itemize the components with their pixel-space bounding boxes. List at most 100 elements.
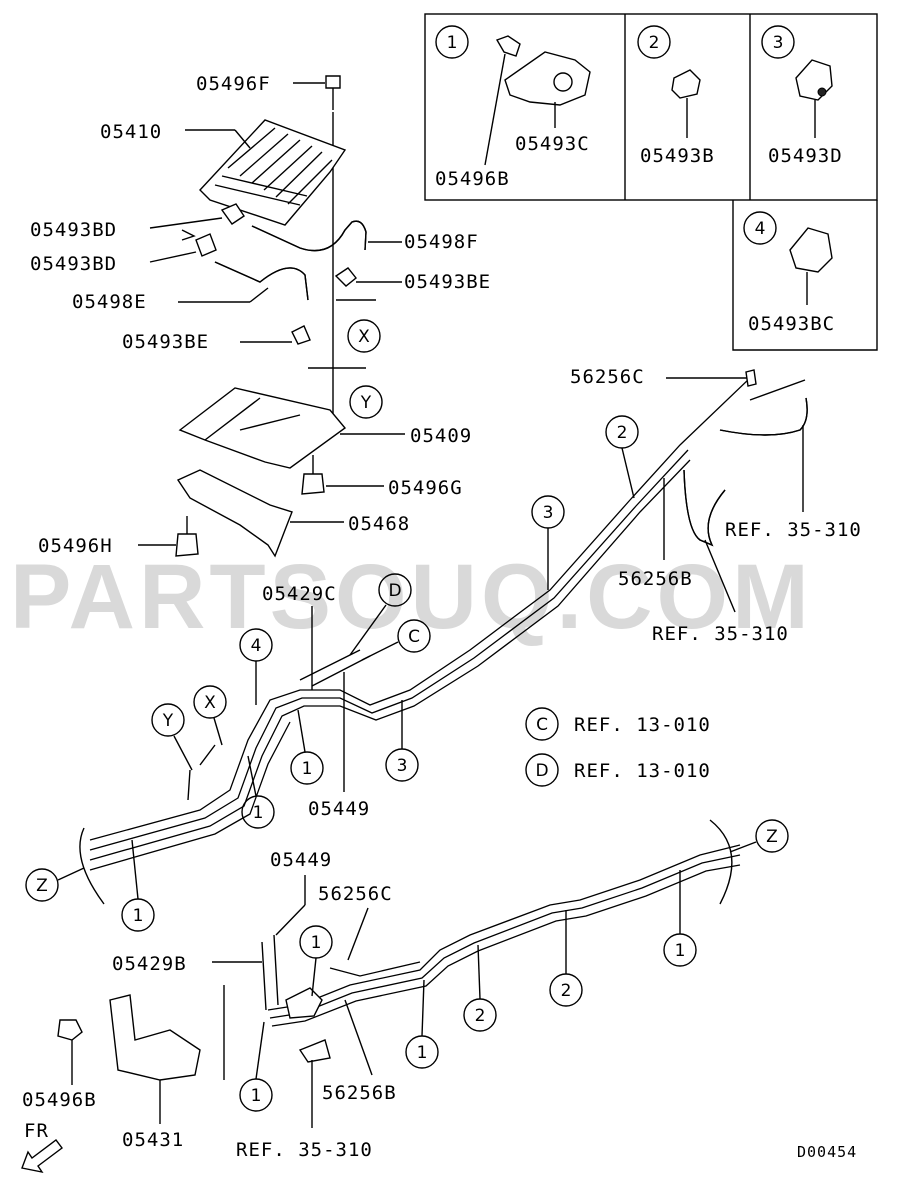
bolt-05496F-icon xyxy=(325,75,341,89)
lower-pipe-route: 05449 56256C 05429B 05496B 05431 1 1 1 2… xyxy=(21,819,857,1174)
clamp-lower-icon xyxy=(285,987,323,1019)
label-05498E: 05498E xyxy=(72,291,147,313)
svg-text:1: 1 xyxy=(311,933,322,953)
detail-box-3: 3 05493D xyxy=(761,25,842,167)
label-05409: 05409 xyxy=(410,425,472,447)
bolt-05496H-icon xyxy=(175,533,199,557)
label-05496F: 05496F xyxy=(196,73,271,95)
svg-text:D: D xyxy=(388,581,401,601)
detail-box-4: 4 05493BC xyxy=(743,211,835,335)
clip-05493D-icon xyxy=(795,59,833,101)
marker-1-mid-b xyxy=(241,795,275,829)
label-56256C-low: 56256C xyxy=(318,883,393,905)
svg-text:C: C xyxy=(408,627,420,647)
bolt-icon xyxy=(495,35,521,57)
marker-Y xyxy=(349,385,383,419)
svg-text:1: 1 xyxy=(417,1043,428,1063)
detail-box-2: 2 05493B xyxy=(637,25,715,167)
svg-text:3: 3 xyxy=(773,33,784,53)
label-05493BE-a: 05493BE xyxy=(404,271,491,293)
bracket-05468-icon xyxy=(176,469,293,558)
label-05449-mid: 05449 xyxy=(308,798,370,820)
label-56256C-top: 56256C xyxy=(570,366,645,388)
svg-text:1: 1 xyxy=(675,941,686,961)
detail-box-frame xyxy=(424,13,878,201)
ref-13-010-c: REF. 13-010 xyxy=(574,714,711,736)
marker-X xyxy=(347,319,381,353)
svg-text:C: C xyxy=(536,715,548,735)
marker-Z-right xyxy=(755,819,789,853)
detail-box-1: 1 05493C 05496B xyxy=(435,25,591,190)
clip-05493B-icon xyxy=(671,69,701,99)
front-arrow-icon xyxy=(21,1139,63,1174)
svg-text:D: D xyxy=(535,761,548,781)
svg-text:X: X xyxy=(358,327,370,347)
svg-text:2: 2 xyxy=(561,981,572,1001)
svg-text:4: 4 xyxy=(251,636,262,656)
bolt-05496G-icon xyxy=(301,473,325,495)
bolt-05496B-low-icon xyxy=(57,1019,83,1041)
label-05431: 05431 xyxy=(122,1129,184,1151)
clip-05493BE-b-icon xyxy=(291,325,311,345)
ref-35-310-b: REF. 35-310 xyxy=(652,623,789,645)
label-05498F: 05498F xyxy=(404,231,479,253)
grommet-05493BD-b-icon xyxy=(195,233,217,257)
svg-text:3: 3 xyxy=(543,503,554,523)
svg-text:2: 2 xyxy=(617,423,628,443)
svg-text:Z: Z xyxy=(36,876,48,896)
svg-text:2: 2 xyxy=(649,33,660,53)
direction-label: FR xyxy=(24,1120,49,1142)
label-05493BD-b: 05493BD xyxy=(30,253,117,275)
canister-05410-icon xyxy=(199,119,347,226)
label-56256B-low: 56256B xyxy=(322,1082,397,1104)
label-05429C: 05429C xyxy=(262,583,337,605)
svg-text:4: 4 xyxy=(755,219,766,239)
label-05493BE-b: 05493BE xyxy=(122,331,209,353)
grommet-05493BD-a-icon xyxy=(220,203,245,225)
label-05493BC: 05493BC xyxy=(748,313,835,335)
bracket-56256B-icon xyxy=(298,1039,331,1063)
label-05496G: 05496G xyxy=(388,477,463,499)
ref-35-310-c: REF. 35-310 xyxy=(236,1139,373,1161)
label-05493C: 05493C xyxy=(515,133,590,155)
marker-C xyxy=(397,619,431,653)
svg-text:1: 1 xyxy=(302,759,313,779)
svg-text:1: 1 xyxy=(447,33,458,53)
clip-05493BC-icon xyxy=(789,227,833,273)
svg-text:X: X xyxy=(204,693,216,713)
marker-Z-left xyxy=(25,868,59,902)
label-05493B: 05493B xyxy=(640,145,715,167)
ref-35-310-a: REF. 35-310 xyxy=(725,519,862,541)
marker-1-mid-a xyxy=(290,751,324,785)
svg-text:2: 2 xyxy=(475,1006,486,1026)
drawing-code: D00454 xyxy=(797,1143,857,1161)
svg-text:Y: Y xyxy=(162,711,174,731)
svg-text:1: 1 xyxy=(253,803,264,823)
marker-D-legend xyxy=(525,753,559,787)
bracket-05431-icon xyxy=(109,994,201,1081)
middle-pipe-route: 56256C REF. 35-310 REF. 35-310 56256B 2 … xyxy=(25,366,862,932)
bracket-05409-icon xyxy=(178,387,347,469)
label-05468: 05468 xyxy=(348,513,410,535)
label-56256B-top: 56256B xyxy=(618,568,693,590)
svg-text:1: 1 xyxy=(251,1086,262,1106)
label-05496B-low: 05496B xyxy=(22,1089,97,1111)
detail-boxes: 1 05493C 05496B 2 05493B 3 05493D xyxy=(424,13,878,351)
label-05410: 05410 xyxy=(100,121,162,143)
ref-13-010-d: REF. 13-010 xyxy=(574,760,711,782)
marker-C-legend xyxy=(525,707,559,741)
label-05496H: 05496H xyxy=(38,535,113,557)
marker-D xyxy=(378,573,412,607)
marker-Y-mid xyxy=(151,703,185,737)
marker-X-mid xyxy=(193,685,227,719)
label-05493BD-a: 05493BD xyxy=(30,219,117,241)
svg-text:Y: Y xyxy=(360,393,372,413)
svg-text:Z: Z xyxy=(766,827,778,847)
label-05496B-box: 05496B xyxy=(435,168,510,190)
clip-05493BE-a-icon xyxy=(334,267,357,287)
clamp-05493C-icon xyxy=(504,51,591,106)
label-05449-low: 05449 xyxy=(270,849,332,871)
canister-assembly: 05496F 05410 05493BD 05493BD 05498F 0549… xyxy=(30,73,491,558)
svg-text:1: 1 xyxy=(133,906,144,926)
